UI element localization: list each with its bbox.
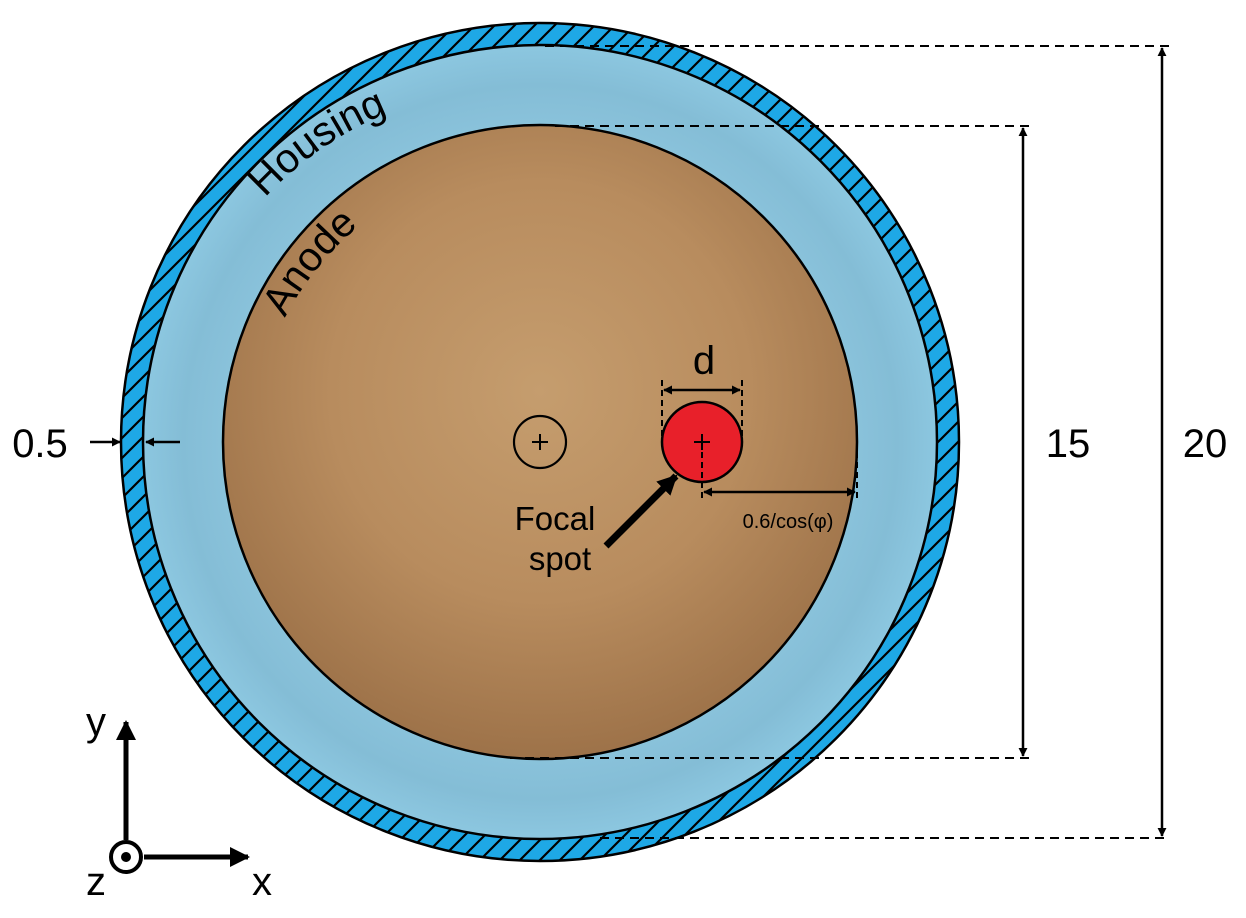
axis-z-label: z [86,860,106,904]
focal-spot-label-line1: Focal [515,500,596,537]
axis-x-label: x [252,860,272,904]
housing-thickness-label: 0.5 [12,422,68,466]
spot-offset-label: 0.6/cos(φ) [743,511,834,533]
housing-diameter-dimension [545,45,1170,839]
anode-diameter-dimension [510,125,1032,759]
housing-diameter-label: 20 [1183,422,1228,466]
focal-spot-pointer-arrow [603,473,679,549]
anode-diameter-label: 15 [1046,422,1091,466]
spot-diameter-dimension [661,380,743,442]
anode-center-marker [512,414,568,470]
spot-diameter-label: d [693,339,715,383]
spot-offset-dimension [701,442,858,500]
axis-y-label: y [86,700,106,744]
coordinate-axes [109,720,250,874]
focal-spot-label-line2: spot [529,540,591,577]
